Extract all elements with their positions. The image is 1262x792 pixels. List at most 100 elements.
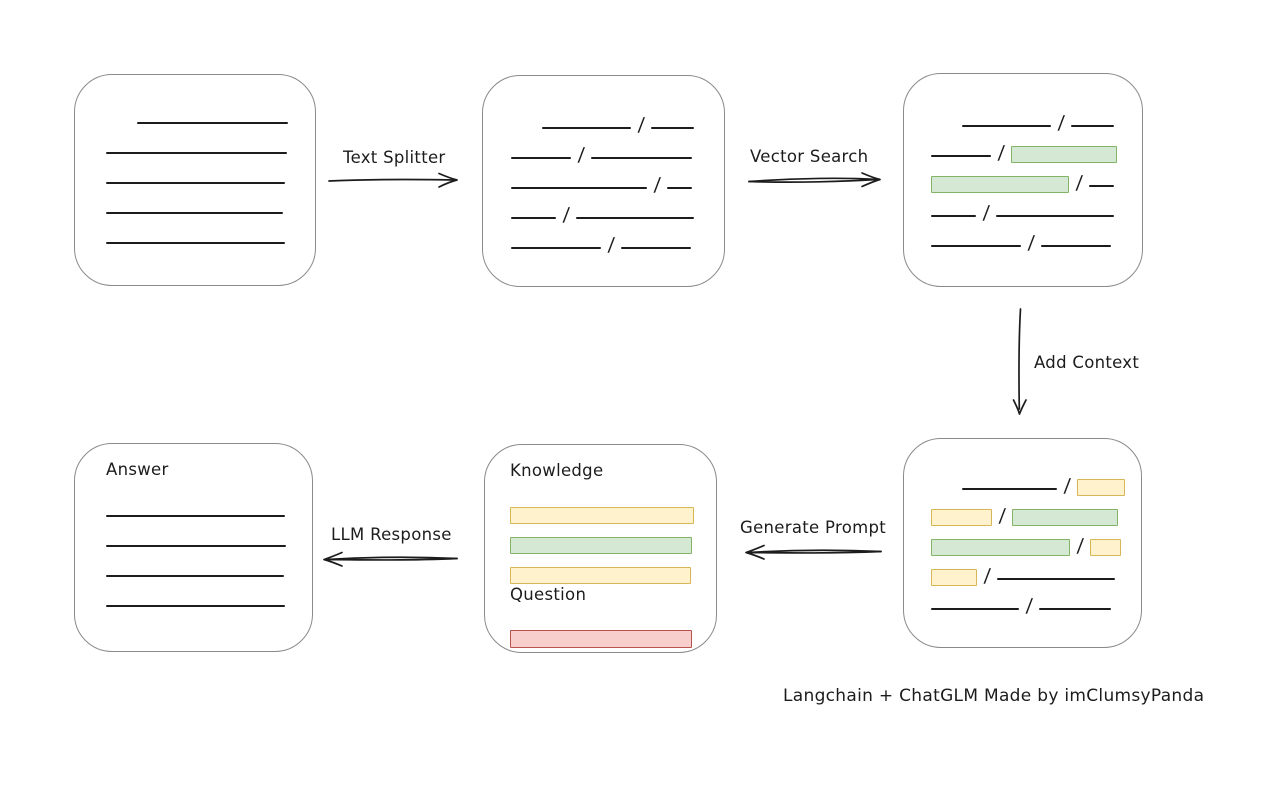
slash-separator: / (998, 505, 1007, 527)
content-row (137, 101, 315, 131)
content-row: / (931, 587, 1141, 617)
yellow-highlight-chip (931, 509, 992, 526)
slash-separator: / (562, 204, 571, 226)
content-row (510, 525, 716, 555)
content-row: / (931, 527, 1141, 557)
label-row: Question (510, 585, 716, 619)
text-line (651, 127, 695, 129)
text-line (542, 127, 631, 129)
text-line (106, 152, 287, 154)
text-line (621, 247, 692, 249)
green-highlight-chip (510, 537, 692, 554)
label-row: Answer (106, 460, 312, 494)
content-row: / (931, 194, 1142, 224)
source-document-box (74, 74, 316, 286)
text-line (962, 488, 1057, 490)
text-line (931, 215, 976, 217)
text-line (511, 157, 571, 159)
content-row (106, 554, 312, 584)
text-line (1041, 245, 1112, 247)
slash-separator: / (607, 234, 616, 256)
slash-separator: / (577, 144, 586, 166)
answer-box: Answer (74, 443, 313, 652)
green-highlight-chip (931, 176, 1069, 193)
label-row: Knowledge (510, 461, 716, 495)
green-highlight-chip (931, 539, 1070, 556)
text-line (511, 247, 601, 249)
text-line (511, 217, 556, 219)
text-line (931, 608, 1019, 610)
text-line (997, 578, 1116, 580)
slash-separator: / (1075, 172, 1084, 194)
box-label: Answer (106, 460, 169, 479)
content-row: / (511, 136, 724, 166)
yellow-highlight-chip (931, 569, 977, 586)
slash-separator: / (1057, 112, 1066, 134)
text-line (106, 575, 284, 577)
content-row (510, 555, 716, 585)
text-line (591, 157, 693, 159)
green-highlight-chip (1012, 509, 1119, 526)
content-row: / (931, 134, 1142, 164)
content-row (510, 619, 716, 649)
add-context-arrow-icon (1012, 308, 1027, 415)
content-row (106, 191, 315, 221)
slash-separator: / (653, 174, 662, 196)
content-row: / (931, 164, 1142, 194)
llm-response-label: LLM Response (331, 525, 452, 544)
generate-prompt-label: Generate Prompt (740, 518, 886, 537)
vector-search-arrow-icon (748, 172, 881, 188)
text-line (576, 217, 695, 219)
content-row: / (511, 226, 724, 256)
content-row (106, 524, 312, 554)
content-row: / (962, 467, 1141, 497)
yellow-highlight-chip (1090, 539, 1122, 556)
yellow-highlight-chip (510, 507, 694, 524)
text-line (667, 187, 693, 189)
text-line (1089, 185, 1115, 187)
yellow-highlight-chip (1077, 479, 1126, 496)
vector-matches-box: ///// (903, 73, 1143, 287)
text-line (931, 245, 1021, 247)
text-line (511, 187, 647, 189)
text-line (106, 212, 283, 214)
text-line (962, 125, 1051, 127)
content-row (106, 221, 315, 251)
text-line (1039, 608, 1112, 610)
content-row (106, 494, 312, 524)
text-line (106, 242, 285, 244)
content-row: / (931, 497, 1141, 527)
split-text-box: / / / / / (482, 75, 725, 287)
text-line (137, 122, 288, 124)
text-line (106, 545, 286, 547)
content-row (106, 131, 315, 161)
add-context-label: Add Context (1034, 353, 1140, 372)
content-row: / (931, 557, 1141, 587)
context-chunks-box: / / / / / (903, 438, 1142, 648)
slash-separator: / (637, 114, 646, 136)
box-label: Question (510, 585, 587, 604)
llm-response-arrow-icon (323, 551, 458, 567)
text-line (996, 215, 1115, 217)
content-row (106, 161, 315, 191)
content-row: / (511, 166, 724, 196)
text-splitter-label: Text Splitter (343, 148, 446, 167)
text-line (106, 182, 285, 184)
slash-separator: / (1025, 595, 1034, 617)
slash-separator: / (982, 202, 991, 224)
text-line (1071, 125, 1115, 127)
text-splitter-arrow-icon (328, 172, 458, 188)
content-row: / (511, 196, 724, 226)
slash-separator: / (1076, 535, 1085, 557)
slash-separator: / (1063, 475, 1072, 497)
text-line (106, 515, 285, 517)
content-row (510, 495, 716, 525)
slash-separator: / (983, 565, 992, 587)
green-highlight-chip (1011, 146, 1118, 163)
text-line (931, 155, 991, 157)
content-row: / (542, 106, 724, 136)
slash-separator: / (1027, 232, 1036, 254)
vector-search-label: Vector Search (750, 147, 869, 166)
yellow-highlight-chip (510, 567, 691, 584)
